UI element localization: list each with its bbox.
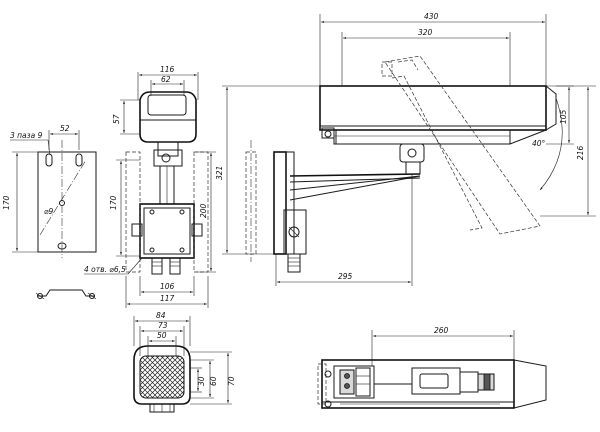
- dim-angle: 40°: [532, 139, 546, 148]
- dim-170-mid: 170: [109, 195, 118, 210]
- dim-260: 260: [434, 326, 449, 335]
- dim-62: 62: [161, 75, 171, 84]
- dim-200: 200: [199, 203, 208, 218]
- dim-116: 116: [160, 65, 175, 74]
- dim-70: 70: [227, 376, 236, 386]
- dim-dia9: ⌀9: [44, 207, 54, 216]
- dim-105: 105: [559, 109, 568, 124]
- side-view: 430 320 321 295 105 216 40°: [215, 12, 596, 286]
- dim-106: 106: [160, 282, 175, 291]
- front-view: 116 62 57 170 200 4 отв. ⌀6,5 106 117: [84, 65, 216, 308]
- section-view: 260: [317, 326, 547, 409]
- dim-60: 60: [209, 376, 218, 386]
- dim-216: 216: [576, 145, 585, 160]
- dim-170-left: 170: [2, 195, 11, 210]
- dim-57: 57: [112, 114, 121, 124]
- dim-117: 117: [160, 294, 175, 303]
- dim-52: 52: [60, 124, 70, 133]
- dim-73: 73: [158, 321, 168, 330]
- dim-50: 50: [157, 331, 167, 340]
- label-holes: 4 отв. ⌀6,5: [84, 265, 126, 274]
- wall-plate-view: 170 52 3 паза 9 ⌀9: [2, 124, 97, 300]
- small-bracket: [35, 289, 97, 300]
- label-slots: 3 паза 9: [10, 131, 43, 140]
- dim-320: 320: [418, 28, 433, 37]
- front-face-view: 84 73 50 30 60 70: [133, 311, 236, 413]
- dim-295: 295: [338, 272, 353, 281]
- dim-30: 30: [197, 376, 206, 386]
- tilted-position: [381, 55, 541, 235]
- dim-84: 84: [156, 311, 166, 320]
- dim-321: 321: [215, 166, 224, 180]
- dim-430: 430: [424, 12, 439, 21]
